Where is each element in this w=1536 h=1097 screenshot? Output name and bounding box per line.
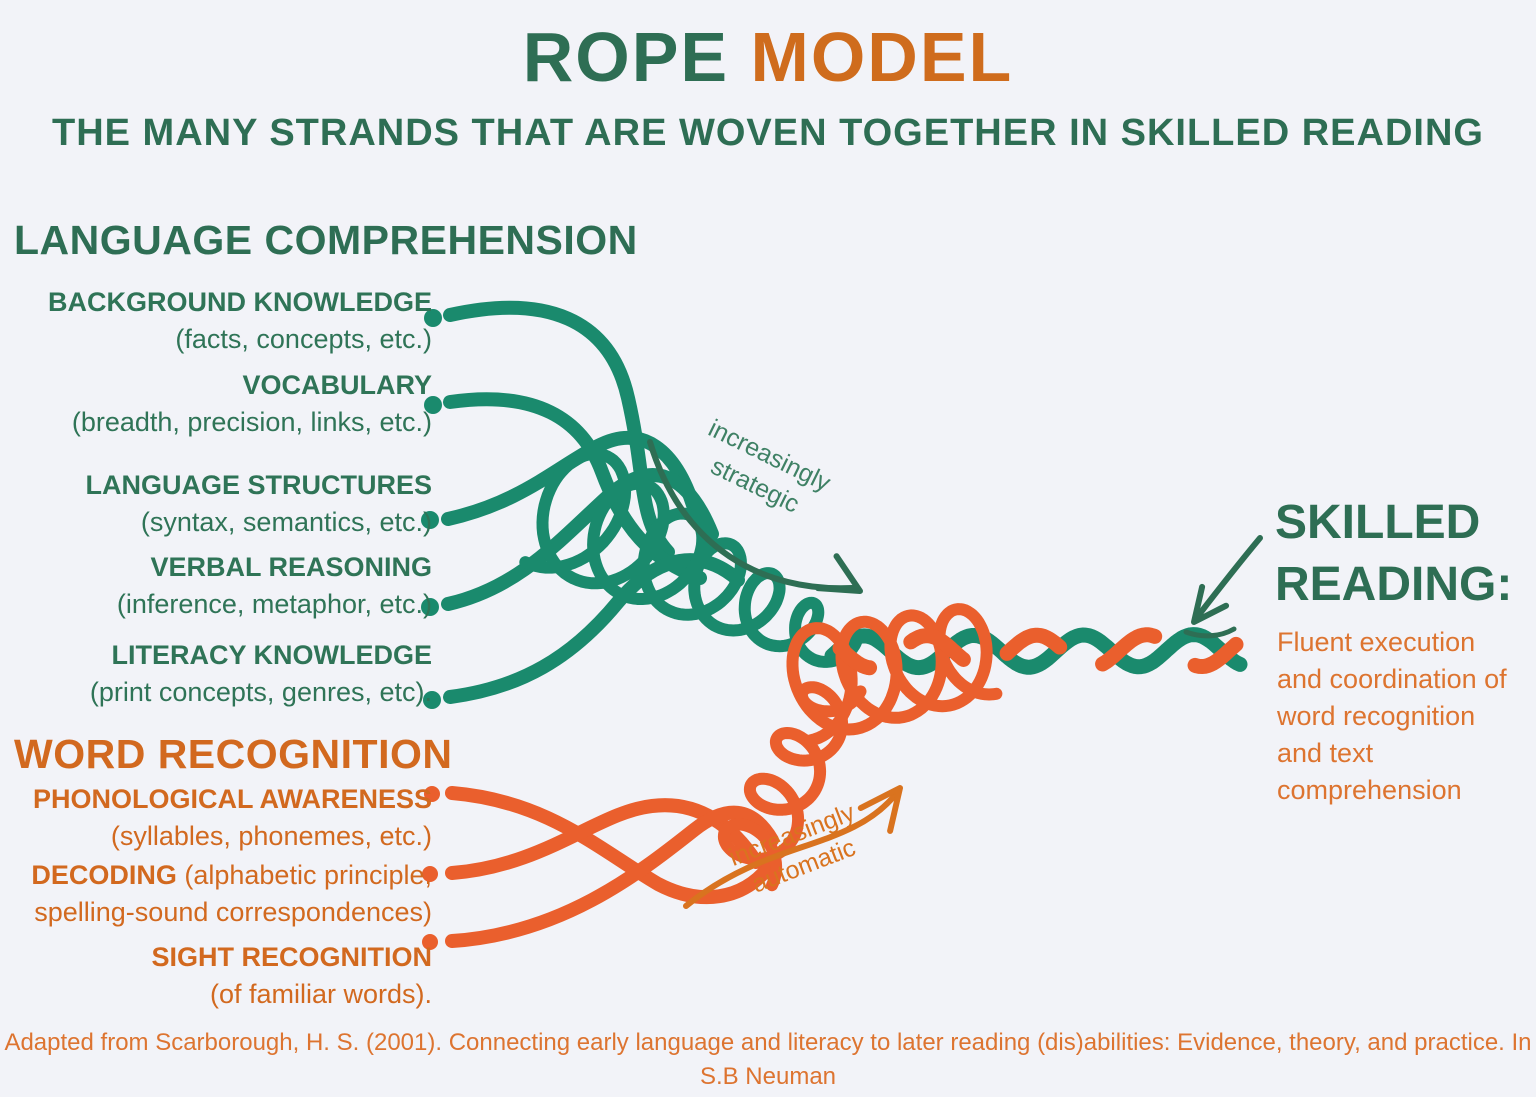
word-recognition-heading: WORD RECOGNITION: [14, 731, 453, 777]
page-title-rope: ROPE: [522, 18, 730, 96]
language-comprehension-heading: LANGUAGE COMPREHENSION: [14, 217, 638, 263]
lc-item-detail: (print concepts, genres, etc).: [89, 677, 432, 707]
skilled-reading-heading: SKILLED READING:: [1275, 492, 1535, 616]
lc-item-detail: (syntax, semantics, etc.): [140, 507, 432, 537]
lc-item-language-structures: LANGUAGE STRUCTURES (syntax, semantics, …: [0, 467, 432, 541]
green-dot-vocabulary: [424, 396, 442, 414]
wr-item-detail-2: spelling-sound correspondences): [34, 897, 432, 927]
green-dot-verbal-reasoning: [421, 598, 439, 616]
green-braid: [519, 447, 864, 668]
skilled-reading-line: SKILLED: [1275, 496, 1481, 549]
skilled-reading-desc-line: Fluent execution: [1277, 627, 1476, 657]
wr-item-term: DECODING: [31, 860, 177, 890]
green-strand-background-knowledge: [443, 300, 675, 559]
wr-item-detail: (of familiar words).: [209, 979, 432, 1009]
skilled-reading-arrow-flick-icon: [1183, 626, 1237, 639]
strategic-arrowhead-icon: [815, 553, 863, 594]
skilled-reading-description: Fluent execution and coordination of wor…: [1277, 624, 1527, 809]
lc-item-detail: (facts, concepts, etc.): [175, 324, 432, 354]
orange-strand-phonological-awareness: [445, 786, 775, 905]
page-title: ROPE MODEL: [0, 22, 1536, 92]
green-strand-vocabulary: [443, 392, 707, 585]
lc-item-term: VERBAL REASONING: [150, 552, 432, 582]
green-dot-background-knowledge: [424, 309, 442, 327]
combined-rope-orange: [832, 627, 1244, 676]
lc-item-detail: (inference, metaphor, etc.): [116, 589, 432, 619]
green-dot-language-structures: [421, 511, 439, 529]
orange-braid: [717, 681, 867, 892]
page-subtitle: THE MANY STRANDS THAT ARE WOVEN TOGETHER…: [52, 112, 1484, 154]
wr-item-phonological-awareness: PHONOLOGICAL AWARENESS (syllables, phone…: [0, 781, 432, 855]
lc-item-background-knowledge: BACKGROUND KNOWLEDGE (facts, concepts, e…: [0, 284, 432, 358]
skilled-reading-arrowhead-icon: [1191, 583, 1230, 625]
lc-item-term: LANGUAGE STRUCTURES: [85, 470, 432, 500]
lc-item-detail: (breadth, precision, links, etc.): [71, 407, 432, 437]
orange-knot-wrap: [786, 603, 1003, 747]
citation: Adapted from Scarborough, H. S. (2001). …: [0, 1026, 1536, 1097]
wr-item-detail: (syllables, phonemes, etc.): [110, 821, 432, 851]
lc-item-verbal-reasoning: VERBAL REASONING (inference, metaphor, e…: [0, 549, 432, 623]
lc-item-term: LITERACY KNOWLEDGE: [111, 640, 432, 670]
skilled-reading-desc-line: word recognition: [1277, 701, 1476, 731]
lc-item-term: BACKGROUND KNOWLEDGE: [48, 287, 432, 317]
wr-item-sight-recognition: SIGHT RECOGNITION (of familiar words).: [0, 939, 432, 1013]
orange-dot-phonological-awareness: [424, 786, 440, 802]
orange-dot-decoding: [422, 866, 438, 882]
lc-item-vocabulary: VOCABULARY (breadth, precision, links, e…: [0, 367, 432, 441]
page-title-model: MODEL: [750, 18, 1014, 96]
wr-item-decoding: DECODING (alphabetic principle, spelling…: [0, 857, 432, 931]
lc-item-term: VOCABULARY: [242, 370, 432, 400]
skilled-reading-line: READING:: [1275, 558, 1513, 611]
orange-dot-sight-recognition: [422, 934, 438, 950]
green-dot-literacy-knowledge: [423, 691, 441, 709]
automatic-arrow-icon: [683, 791, 899, 909]
wr-item-detail: (alphabetic principle,: [184, 860, 432, 890]
skilled-reading-desc-line: and text: [1277, 738, 1374, 768]
lc-item-literacy-knowledge: LITERACY KNOWLEDGE (print concepts, genr…: [0, 637, 432, 711]
green-strand-language-structures: [441, 430, 701, 526]
citation-line-1: Adapted from Scarborough, H. S. (2001). …: [4, 1029, 1532, 1090]
wr-item-term: PHONOLOGICAL AWARENESS: [32, 784, 432, 814]
wr-item-line: DECODING (alphabetic principle,: [0, 857, 432, 894]
skilled-reading-desc-line: and coordination of: [1277, 664, 1507, 694]
wr-item-term: SIGHT RECOGNITION: [151, 942, 432, 972]
skilled-reading-desc-line: comprehension: [1277, 775, 1462, 805]
orange-strand-sight-recognition: [445, 805, 779, 948]
skilled-reading-arrow-icon: [1195, 535, 1263, 619]
automatic-arrowhead-icon: [857, 785, 903, 834]
